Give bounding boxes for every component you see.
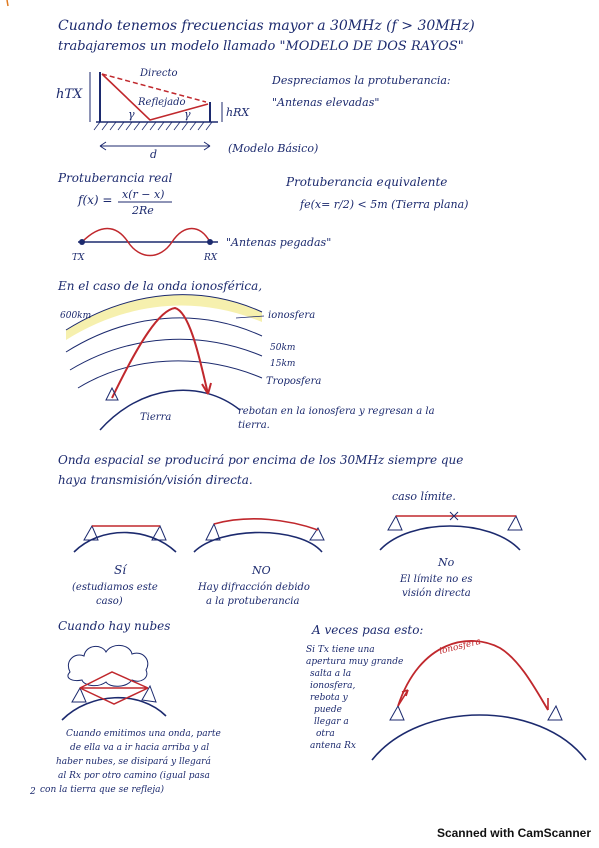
tierra-label: Tierra bbox=[140, 412, 171, 423]
clouds-title: Cuando hay nubes bbox=[58, 619, 170, 633]
sometimes-diagram bbox=[371, 640, 587, 761]
modelo-basico: (Modelo Básico) bbox=[228, 142, 318, 155]
sometimes-note-3: salta a la bbox=[310, 669, 351, 679]
space-wave-diagrams bbox=[73, 511, 523, 553]
troposfera-label: Troposfera bbox=[266, 376, 321, 387]
sometimes-note-1: Si Tx tiene una bbox=[306, 645, 375, 655]
ionosfera-label: ionosfera bbox=[268, 310, 315, 321]
sometimes-title: A veces pasa esto: bbox=[311, 623, 423, 637]
reflejado-label: Reflejado bbox=[137, 97, 186, 108]
no-label-2: No bbox=[437, 556, 455, 569]
no-note-2a: El límite no es bbox=[399, 574, 473, 585]
sometimes-note-7: llegar a bbox=[314, 717, 349, 727]
50km-label: 50km bbox=[270, 343, 295, 353]
equiv-formula: fe(x= r/2) < 5m (Tierra plana) bbox=[299, 198, 468, 211]
sometimes-ionosfera-label: ionosfera bbox=[438, 637, 482, 657]
two-ray-diagram bbox=[89, 72, 223, 151]
si-label: Sí bbox=[114, 563, 128, 577]
intro-line-1: Cuando tenemos frecuencias mayor a 30MHz… bbox=[58, 18, 475, 34]
sometimes-note-5: rebota y bbox=[310, 693, 349, 703]
clouds-note-1: Cuando emitimos una onda, parte bbox=[66, 729, 221, 739]
rebotan-text-1: rebotan en la ionosfera y regresan a la bbox=[238, 406, 435, 417]
intro-line-2: trabajaremos un modelo llamado "MODELO D… bbox=[58, 39, 464, 54]
sometimes-note-4: ionosfera, bbox=[310, 681, 355, 691]
sometimes-note-8: otra bbox=[316, 729, 335, 739]
600km-label: 600km bbox=[60, 311, 91, 321]
distance-label: d bbox=[150, 148, 157, 161]
sometimes-note-6: puede bbox=[314, 705, 342, 715]
si-note-1: (estudiamos este bbox=[72, 582, 158, 593]
ionosphere-diagram bbox=[65, 294, 265, 431]
15km-label: 15km bbox=[270, 359, 295, 369]
page-number: 2 bbox=[29, 787, 36, 797]
protuberancia-equivalente: Protuberancia equivalente bbox=[285, 175, 447, 189]
no-label-1: NO bbox=[251, 564, 271, 577]
tx-label: TX bbox=[72, 253, 85, 263]
no-note-2b: visión directa bbox=[402, 588, 471, 599]
despreciamos-text: Despreciamos la protuberancia: bbox=[271, 74, 451, 87]
directo-label: Directo bbox=[139, 68, 178, 79]
no-note-1a: Hay difracción debido bbox=[197, 582, 310, 593]
formula-lhs: f(x) = bbox=[77, 193, 112, 207]
protuberancia-real: Protuberancia real bbox=[57, 171, 173, 185]
caso-limite-label: caso límite. bbox=[392, 490, 456, 503]
h-rx-label: hRX bbox=[226, 106, 250, 119]
space-wave-line-2: haya transmisión/visión directa. bbox=[58, 473, 253, 487]
clouds-note-3: haber nubes, se disipará y llegará bbox=[56, 756, 211, 767]
camscanner-footer: Scanned with CamScanner bbox=[436, 826, 591, 840]
h-tx-label: hTX bbox=[56, 87, 83, 102]
sometimes-note-9: antena Rx bbox=[310, 741, 356, 751]
formula-denominator: 2Re bbox=[131, 204, 154, 217]
no-note-1b: a la protuberancia bbox=[206, 596, 299, 607]
sometimes-note-2: apertura muy grande bbox=[306, 657, 403, 667]
formula-numerator: x(r − x) bbox=[122, 188, 164, 201]
ionosphere-title: En el caso de la onda ionosférica, bbox=[57, 279, 262, 293]
rebotan-text-2: tierra. bbox=[238, 420, 270, 431]
antenas-elevadas-text: "Antenas elevadas" bbox=[272, 96, 379, 109]
antenas-pegadas-diagram bbox=[78, 227, 218, 257]
gamma-left: γ bbox=[128, 108, 135, 121]
space-wave-line-1: Onda espacial se producirá por encima de… bbox=[58, 453, 463, 467]
gamma-right: γ bbox=[184, 108, 191, 121]
clouds-note-4: al Rx por otro camino (igual pasa bbox=[58, 770, 210, 781]
rx-label: RX bbox=[203, 253, 218, 263]
si-note-2: caso) bbox=[96, 596, 123, 607]
antenas-pegadas-label: "Antenas pegadas" bbox=[226, 236, 331, 249]
clouds-diagram bbox=[61, 645, 167, 721]
clouds-note-5: con la tierra que se refleja) bbox=[40, 784, 165, 795]
clouds-note-2: de ella va a ir hacia arriba y al bbox=[70, 743, 209, 753]
orange-mark-icon bbox=[6, 0, 9, 7]
